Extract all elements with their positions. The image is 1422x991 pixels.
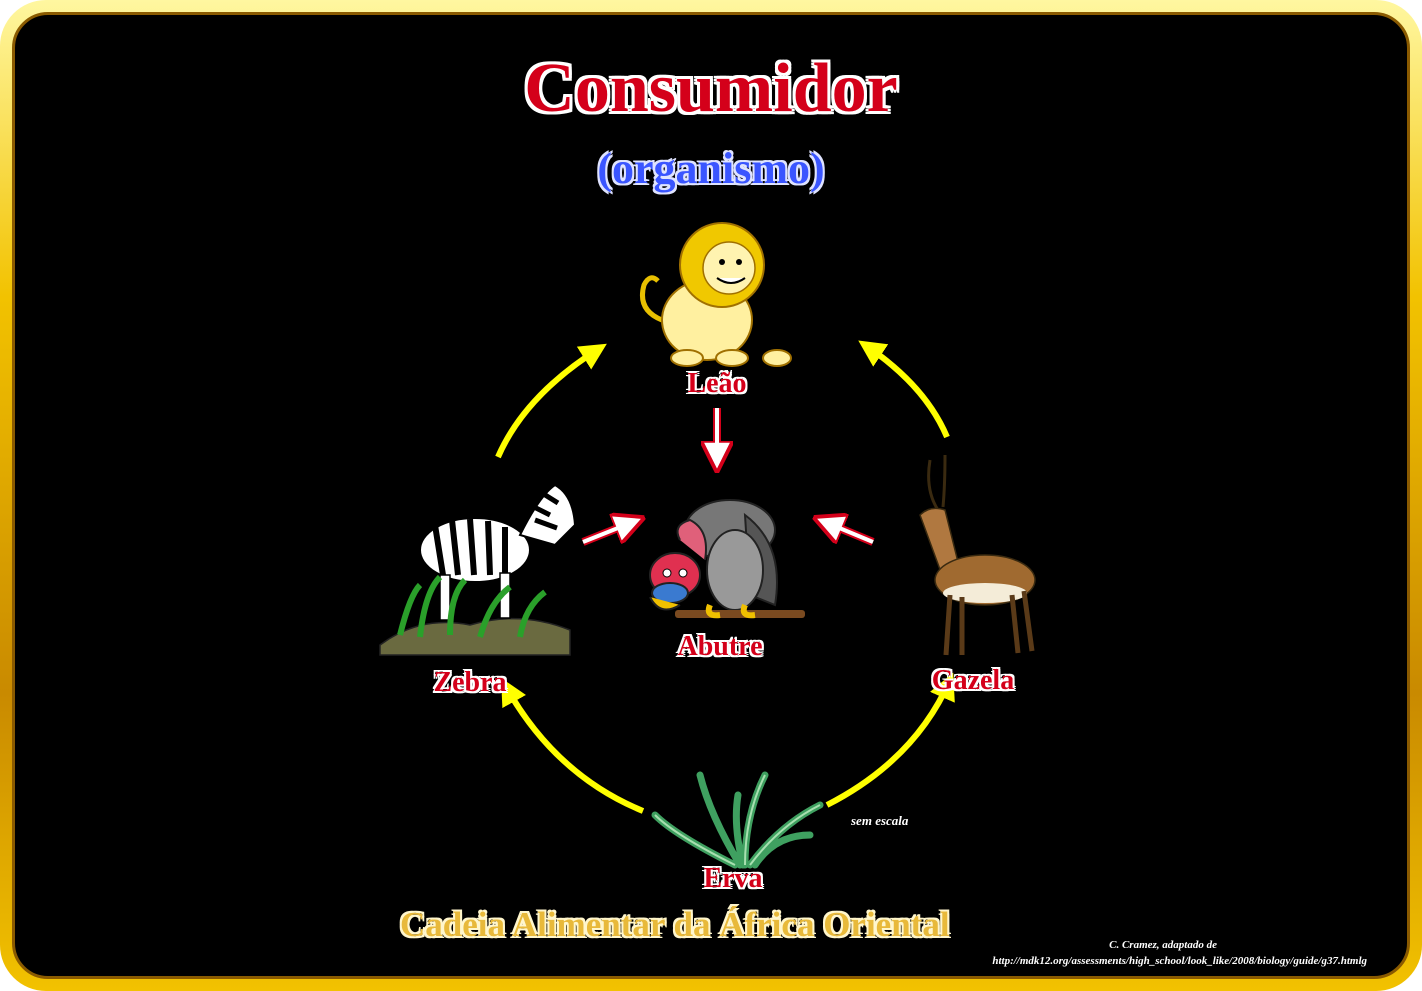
arrow-grass-to-gazelle — [825, 672, 955, 808]
vulture-icon — [649, 499, 805, 619]
arrow-zebra-to-lion — [495, 343, 607, 459]
page-subtitle: (organismo) — [597, 144, 825, 193]
arrow-grass-to-zebra — [501, 677, 645, 814]
diagram-caption: Cadeia Alimentar da África Oriental — [400, 905, 950, 944]
page-title: Consumidor — [524, 50, 898, 127]
label-zebra: Zebra — [433, 667, 507, 698]
label-gazelle: Gazela — [931, 665, 1015, 696]
lion-icon — [640, 222, 792, 367]
label-grass: Erva — [703, 863, 763, 894]
zebra-icon — [379, 483, 577, 656]
label-lion: Leão — [687, 368, 747, 399]
arrow-zebra-to-vulture-fill — [582, 520, 634, 544]
arrow-gazelle-to-vulture-fill — [824, 520, 874, 544]
gazelle-icon — [919, 454, 1036, 656]
food-chain-diagram — [379, 222, 1036, 869]
credit-line-2: http://mdk12.org/assessments/high_school… — [992, 955, 1367, 967]
label-vulture: Abutre — [677, 631, 763, 662]
scale-note: sem escala — [851, 813, 909, 828]
diagram-panel: Consumidor (organismo) — [12, 12, 1410, 979]
arrow-gazelle-to-lion — [858, 340, 950, 439]
grass-icon — [651, 771, 824, 869]
credit-line-1: C. Cramez, adaptado de — [1109, 939, 1217, 951]
